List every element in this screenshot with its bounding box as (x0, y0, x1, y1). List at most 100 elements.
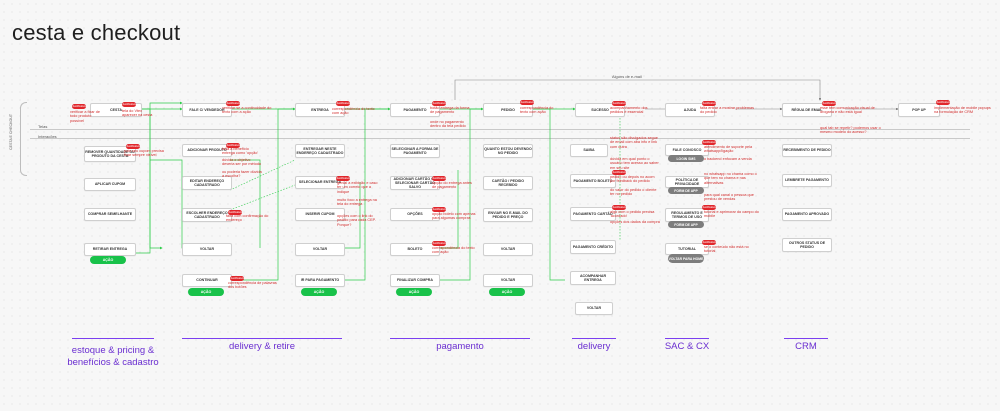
card-saiba[interactable]: SAIBA (570, 144, 608, 157)
annotation-note: para qual canal o pessoa que prestou de … (704, 193, 754, 202)
card-boleto[interactable]: BOLETO (390, 243, 440, 256)
issue-tag: Justificativa (336, 176, 350, 181)
card-ir-pagamento[interactable]: IR PARA PAGAMENTO (295, 274, 345, 287)
annotation-note: esse tem comunicação visual de drogaria … (820, 106, 875, 115)
card-entregar-endereco[interactable]: ENTREGAR NESTE ENDEREÇO CADASTRADO (295, 144, 345, 158)
email-loop-label: Alguns de e-mail (612, 74, 642, 79)
action-button[interactable]: AÇÃO (301, 288, 337, 296)
annotation-note: falta com confirmação do endereço (226, 214, 269, 223)
card-entrega[interactable]: ENTREGA (295, 103, 345, 117)
section-label: delivery (577, 341, 611, 352)
annotation-note: status são divulgados segue de email com… (610, 136, 658, 149)
lane-divider (30, 129, 970, 130)
card-editar-endereco[interactable]: EDITAR ENDEREÇO CADASTRADO (182, 176, 232, 190)
card-inserir-cupom[interactable]: INSERIR CUPOM (295, 208, 345, 221)
issue-tag: Justificativa (122, 102, 136, 107)
annotation-note: verificar se a continuidade do texto com… (222, 106, 272, 115)
action-button[interactable]: AÇÃO (489, 288, 525, 296)
action-button[interactable]: AÇÃO (188, 288, 224, 296)
annotation-note: muito foco a entrega na tela do entrega (337, 198, 377, 207)
card-adicionar-cartao[interactable]: ADICIONAR CARTÃO OU SELECIONAR CARTÃO SA… (390, 176, 440, 190)
card-selecionar-entrega[interactable]: SELECIONAR ENTREGA (295, 176, 345, 189)
card-cesta[interactable]: CESTA (90, 103, 142, 117)
sac-button[interactable]: LOGIN SMS (668, 155, 704, 162)
section-label: delivery & retire (229, 341, 295, 352)
lane-interacoes-label: Interações (38, 134, 57, 139)
annotation-note: verificar a fixar de todo produto possív… (70, 110, 100, 123)
annotation-note: tela do Vtex aparecer na cesta (122, 109, 153, 118)
issue-tag: Justificativa (822, 101, 836, 106)
annotation-note: pedido ou depois no acom por feedback do… (610, 175, 655, 184)
annotation-note: genial a exibição e caso ter um correio … (337, 181, 378, 194)
card-popup[interactable]: POP UP (898, 103, 940, 117)
annotation-note: tutorial e aprimorar do campo do mobile (704, 210, 759, 219)
issue-tag: Justificativa (432, 241, 446, 246)
section-underline (182, 338, 342, 340)
card-quanto-devendo[interactable]: QUANTO ESTOU DEVENDO NO PEDIDO (483, 144, 533, 158)
card-acompanhar-entrega[interactable]: ACOMPANHAR ENTREGA (570, 271, 616, 285)
lane-divider (30, 138, 970, 139)
card-pagamento-cartao[interactable]: PAGAMENTO CARTÃO (570, 207, 616, 221)
annotation-note: opções dos dados da compra (610, 220, 660, 224)
card-ajuda[interactable]: AJUDA (665, 103, 715, 117)
card-pagamento[interactable]: PAGAMENTO (390, 103, 440, 117)
card-sucesso[interactable]: SUCESSO (575, 103, 625, 117)
issue-tag: Justificativa (702, 140, 716, 145)
action-button[interactable]: AÇÃO (396, 288, 432, 296)
sac-button[interactable]: VOLTAR PARA HOME (668, 254, 704, 263)
card-finalizar-compra[interactable]: FINALIZAR COMPRA (390, 274, 440, 287)
card-comprar-semelhante[interactable]: COMPRAR SEMELHANTE (84, 208, 136, 221)
card-voltar[interactable]: VOLTAR (182, 243, 232, 256)
card-email-aprovado[interactable]: PAGAMENTO APROVADO (782, 208, 832, 221)
section-underline (665, 338, 709, 340)
card-email-lembrete[interactable]: LEMBRETE PAGAMENTO (782, 174, 832, 187)
section-label: pagamento (436, 341, 484, 352)
issue-tag: Justificativa (612, 205, 626, 210)
issue-tag: Justificativa (520, 100, 534, 105)
section-underline (390, 338, 530, 340)
card-escolher-endereco[interactable]: ESCOLHER ENDEREÇO CADASTRADO (182, 208, 232, 222)
card-voltar[interactable]: VOLTAR (575, 302, 613, 315)
sac-button[interactable]: FORM DE APP (668, 187, 704, 194)
annotation-note: falta a benefício entrega como 'opção' (222, 147, 259, 156)
annotation-note: correspondência do texto com ação (332, 107, 375, 116)
annotation-note: algo com o pedido precisa 'acordado' (610, 210, 655, 219)
sac-button[interactable]: FORM DE APP (668, 221, 704, 228)
card-regua-email[interactable]: RÉGUA DE EMAIL (782, 103, 832, 117)
issue-tag: Justificativa (702, 240, 716, 245)
annotation-note: no whatsapp no chama como o que tem no c… (704, 172, 757, 185)
action-button[interactable]: AÇÃO (90, 256, 126, 264)
card-voltar[interactable]: VOLTAR (483, 243, 533, 256)
card-adicionar-produto[interactable]: ADICIONAR PRODUTO (182, 144, 232, 157)
card-continuar[interactable]: CONTINUAR (182, 274, 232, 287)
annotation-note: acompanhamento dos pedidos é essencial (610, 106, 648, 115)
issue-tag: Justificativa (936, 100, 950, 105)
card-voltar[interactable]: VOLTAR (483, 274, 533, 287)
card-cartao-pedido[interactable]: CARTÃO / PEDIDO RECEBIDO (483, 176, 533, 190)
annotation-note: opções com o link do pedido para cada CE… (337, 214, 376, 227)
card-fale-conosco[interactable]: FALE CONOSCO (665, 144, 709, 156)
annotation-note: implementação de mobile popups na formul… (934, 106, 991, 115)
card-fale-vendedor[interactable]: FALE C/ VENDEDOR (182, 103, 232, 117)
lane-brace (20, 102, 27, 176)
card-enviar-email[interactable]: ENVIAR NO E-MAIL DO PEDIDO E PREÇO (483, 208, 533, 222)
card-selecionar-forma[interactable]: SELECIONAR A FORMA DE PAGAMENTO (390, 144, 440, 158)
card-email-recebimento[interactable]: RECEBIMENTO DE PEDIDO (782, 144, 832, 157)
issue-tag: Justificativa (612, 170, 626, 175)
card-pagamento-boleto[interactable]: PAGAMENTO BOLETO (570, 174, 616, 188)
section-underline (784, 338, 828, 340)
annotation-note: dúvida em qual ponto o usuário tem acess… (610, 157, 659, 170)
card-opcoes[interactable]: OPÇÕES (390, 208, 440, 221)
issue-tag: Justificativa (226, 143, 240, 148)
issue-tag: Justificativa (612, 101, 626, 106)
card-regulamento[interactable]: REGULAMENTO E TERMOS DE USO (665, 208, 709, 222)
section-underline (72, 338, 154, 340)
card-aplicar-cupom[interactable]: APLICAR CUPOM (84, 178, 136, 191)
card-voltar[interactable]: VOLTAR (295, 243, 345, 256)
card-retirar-entrega[interactable]: RETIRAR ENTREGA (84, 243, 136, 256)
card-pagamento-credito[interactable]: PAGAMENTO CRÉDITO (570, 240, 616, 254)
card-remover[interactable]: REMOVER QUANTIDADE OU PRODUTO DA CESTA (84, 146, 136, 162)
card-email-outros-status[interactable]: OUTROS STATUS DE PEDIDO (782, 238, 832, 252)
card-pedido[interactable]: PEDIDO (483, 103, 533, 117)
